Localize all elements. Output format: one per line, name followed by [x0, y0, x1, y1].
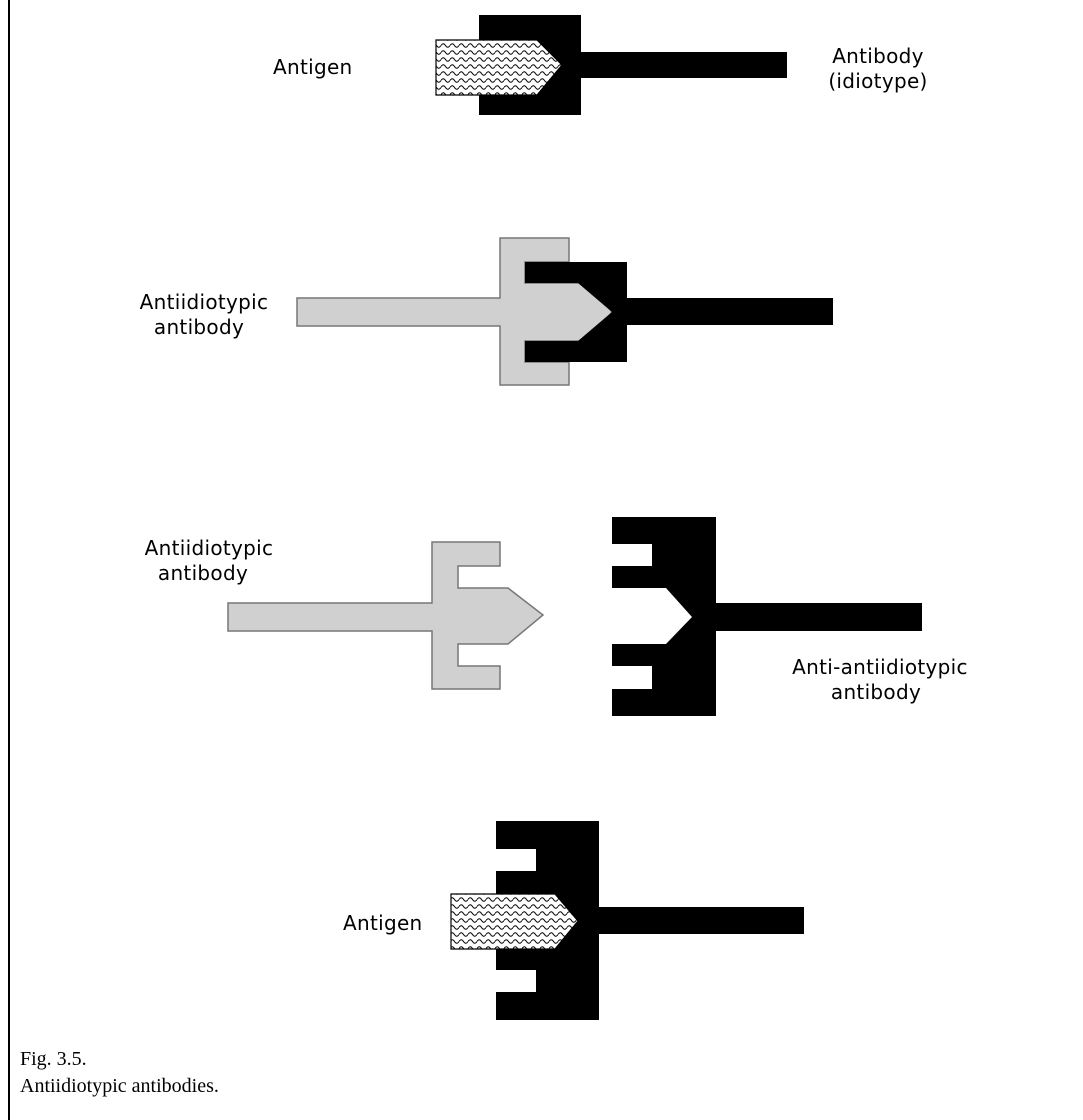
anti-antiidiotypic-antibody-label: antibody [831, 680, 921, 704]
panel-antigen-anti-antiidiotype: Antigen [343, 821, 804, 1020]
antibody-label: Antibody [832, 44, 924, 68]
antigen-label: Antigen [273, 55, 353, 79]
panel-antiidiotype-bound: Antiidiotypic antibody [140, 237, 833, 386]
anti-antiidiotypic-binding-head [496, 821, 599, 1020]
antigen-shape [435, 39, 563, 96]
panel-antigen-antibody: Antigen Antibody (idiotype) [273, 15, 927, 115]
anti-antiidiotypic-heavy-chain [713, 603, 922, 631]
antibody-label: antibody [154, 315, 244, 339]
figure-number: Fig. 3.5. [20, 1048, 87, 1070]
antigen-shape [450, 893, 579, 950]
idiotype-label: (idiotype) [828, 69, 927, 93]
panel-anti-antiidiotype: Antiidiotypic antibody Anti-antiidiotypi… [145, 517, 968, 716]
anti-antiidiotypic-binding-head [612, 517, 716, 716]
antiidiotypic-antibody-shape [296, 237, 613, 386]
antibody-label: antibody [158, 561, 248, 585]
idiotype-heavy-chain [626, 298, 833, 325]
antigen-label: Antigen [343, 911, 423, 935]
idiotype-binding-head [525, 262, 627, 362]
left-margin-rule [8, 0, 10, 1120]
antibody-heavy-chain [580, 52, 787, 78]
anti-antiidiotypic-heavy-chain [596, 907, 804, 934]
antiidiotypic-label: Antiidiotypic [145, 536, 274, 560]
antiidiotypic-antibody-shape [227, 541, 545, 690]
figure-caption: Antiidiotypic antibodies. [20, 1075, 219, 1097]
anti-antiidiotypic-label: Anti-antiidiotypic [792, 655, 968, 679]
antiidiotypic-label: Antiidiotypic [140, 290, 269, 314]
